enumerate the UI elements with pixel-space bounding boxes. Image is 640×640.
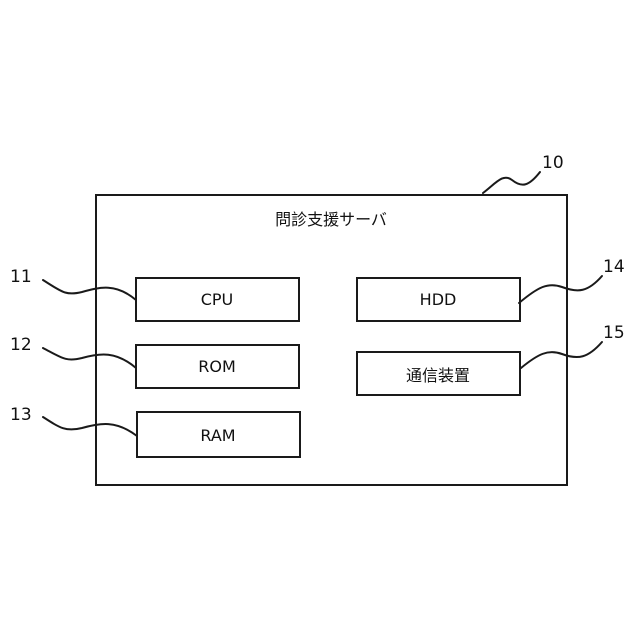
hdd-label: HDD [420, 290, 457, 309]
cpu-label: CPU [201, 290, 234, 309]
hdd-ref-number: 14 [603, 257, 625, 277]
rom-label: ROM [198, 357, 236, 376]
comm-device-ref-number: 15 [603, 323, 625, 343]
ram-ref-number: 13 [10, 405, 32, 425]
ram-label: RAM [200, 426, 235, 445]
server-title: 問診支援サーバ [275, 210, 387, 229]
rom-ref-number: 12 [10, 335, 32, 355]
server-leader-line [483, 172, 540, 193]
cpu-ref-number: 11 [10, 267, 32, 287]
comm-device-label: 通信装置 [406, 366, 470, 385]
server-ref-number: 10 [542, 153, 564, 173]
